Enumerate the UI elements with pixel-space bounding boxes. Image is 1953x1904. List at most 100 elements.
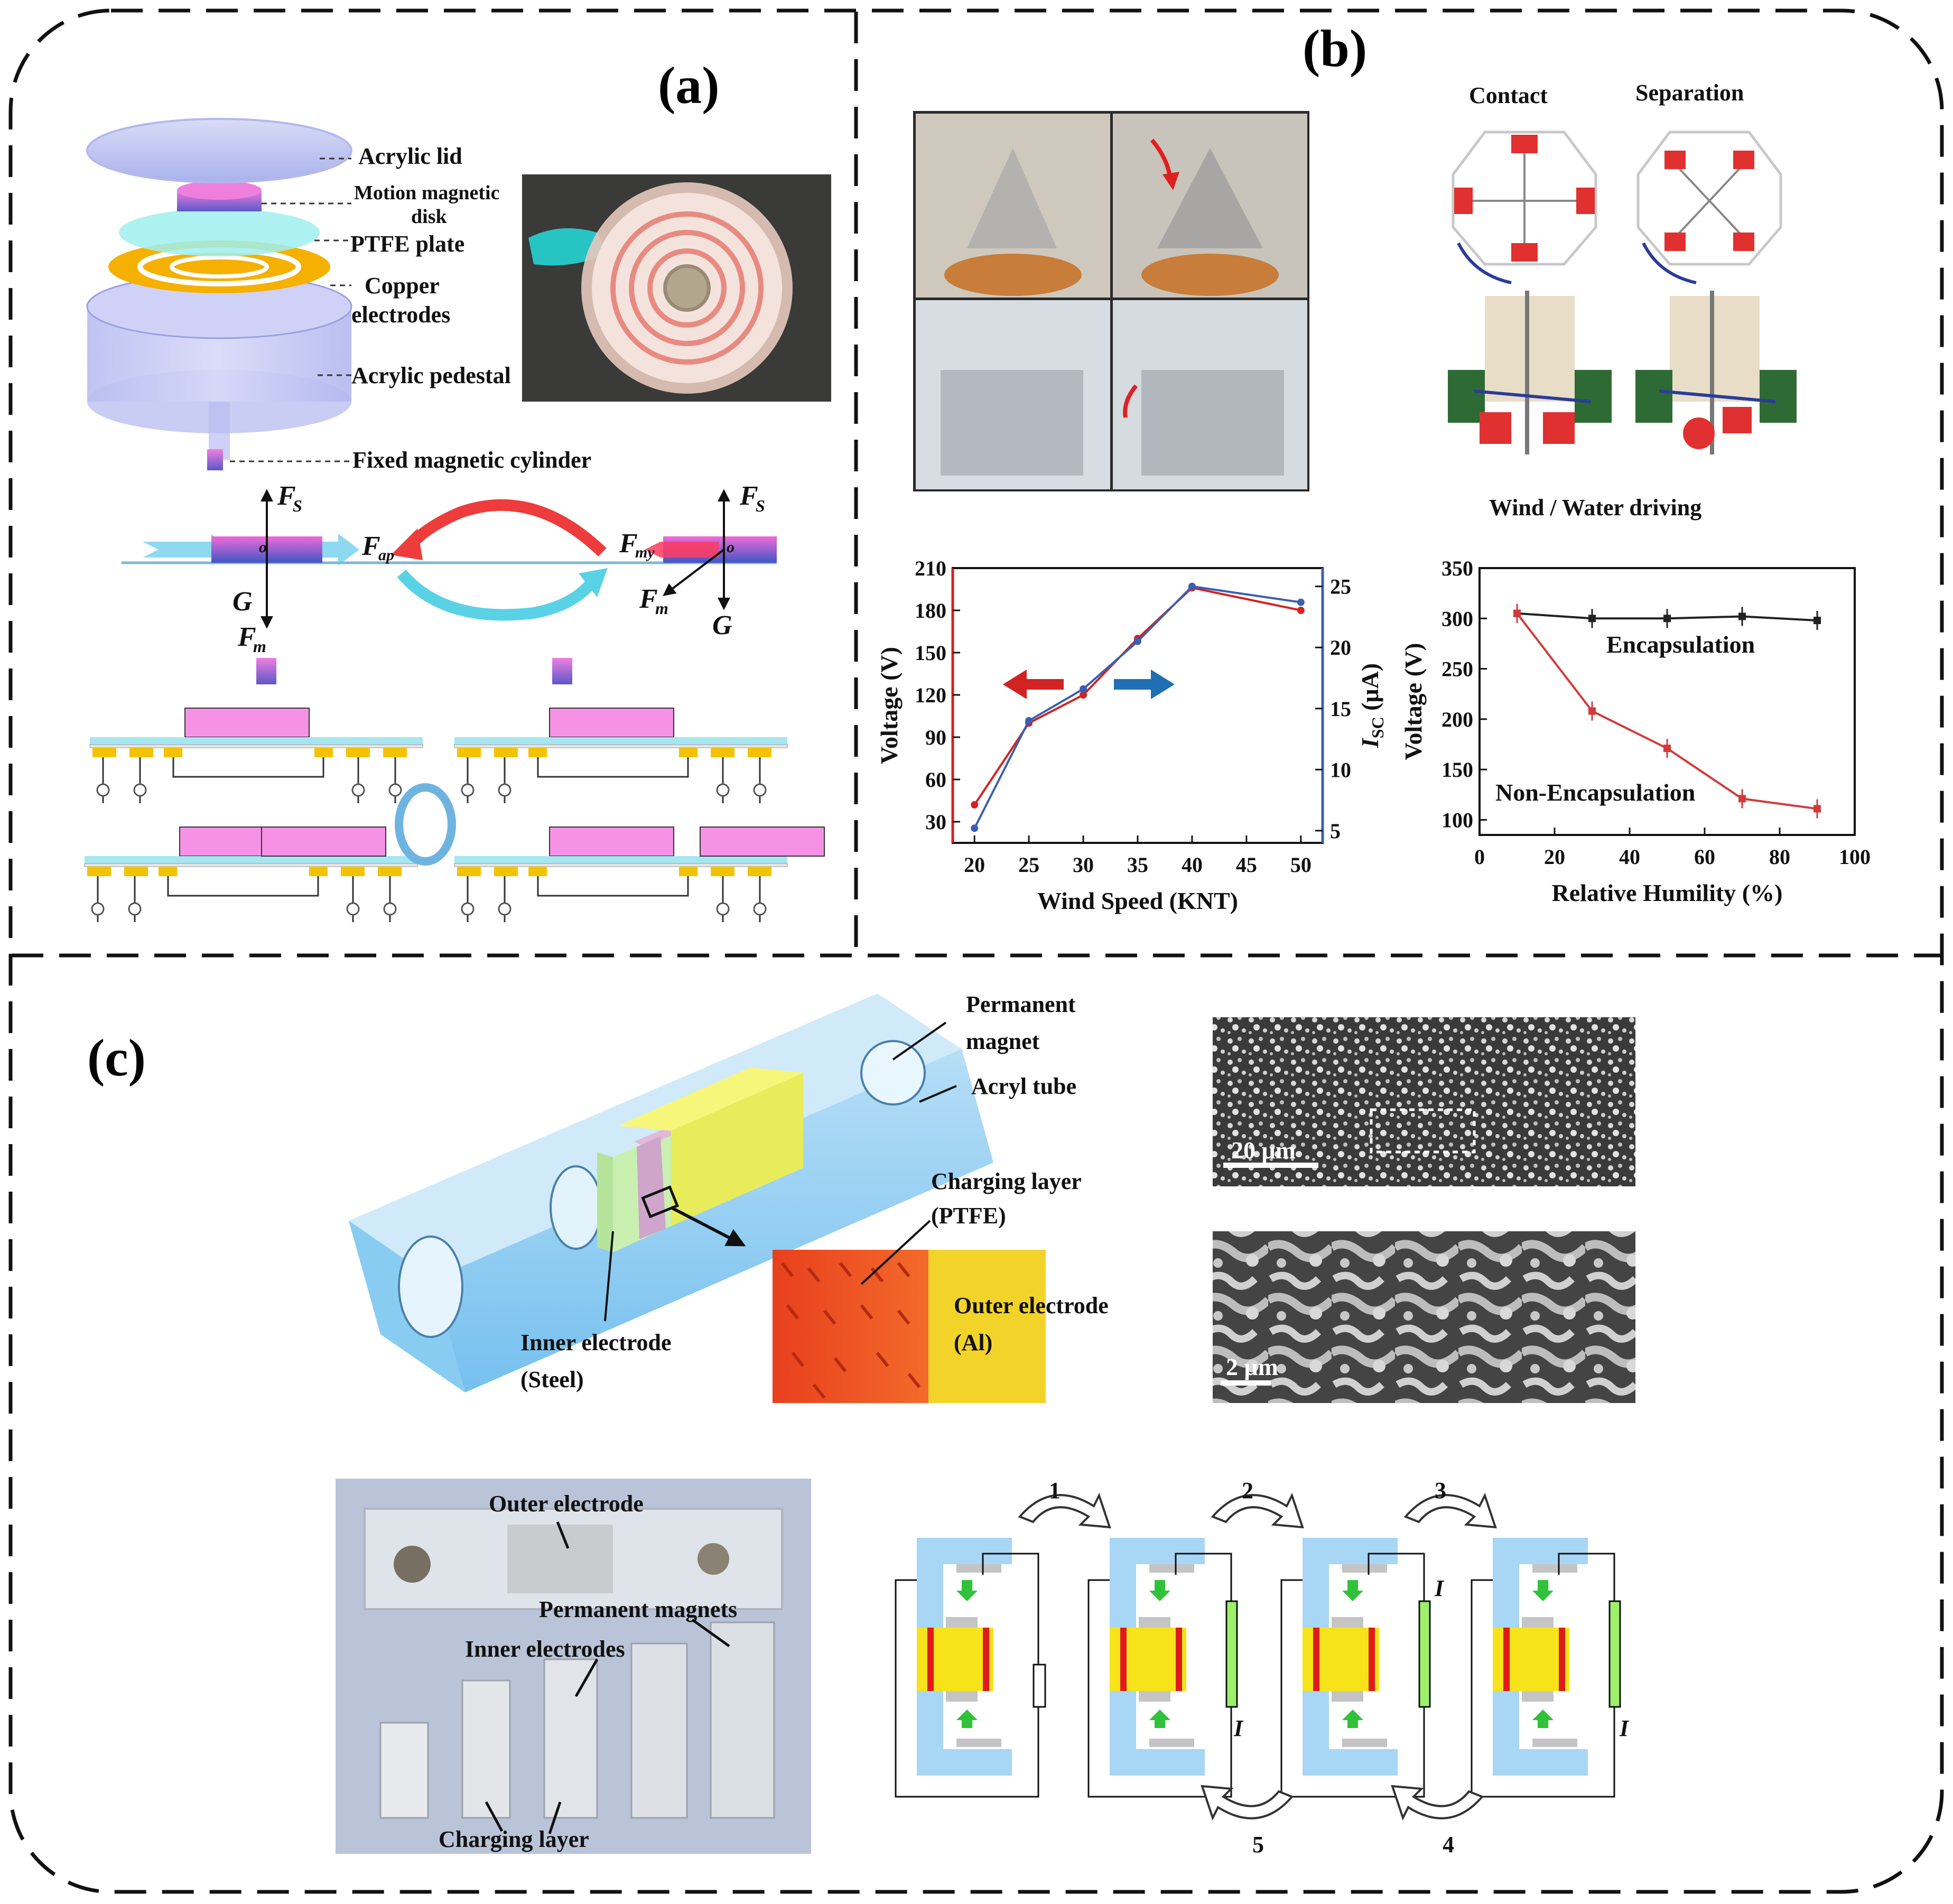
sem-images	[1213, 1017, 1635, 1403]
origin-right-label: o	[727, 538, 734, 556]
charging-layer-zoom	[773, 1220, 1046, 1403]
label-ptfe-plate: PTFE plate	[350, 231, 464, 257]
chart1-xtick-label: 30	[1073, 853, 1094, 877]
chart1-point-0	[1080, 691, 1087, 699]
label-charging-layer: Charging layer	[931, 1168, 1082, 1194]
chart1-point-1	[1025, 717, 1033, 725]
panel-a-tag: (a)	[658, 56, 720, 115]
chart2-xtick-label: 60	[1694, 845, 1715, 869]
schematic-state-1	[89, 708, 423, 803]
chart1-xtick-label: 20	[964, 853, 985, 877]
chart2-xlabel: Relative Humility (%)	[1552, 879, 1783, 906]
fs-left-label: F	[277, 481, 296, 511]
sem-scale-bottom: 2 μm	[1226, 1353, 1278, 1380]
working-cycle	[895, 1492, 1621, 1821]
fs-right-sub: S	[756, 496, 765, 515]
chart1-xtick-label: 45	[1236, 853, 1257, 877]
separation-label: Separation	[1635, 80, 1744, 106]
panel-b-tag: (b)	[1303, 19, 1367, 78]
fmy-label: F	[619, 528, 638, 559]
fm-right-sub: m	[655, 599, 668, 618]
chart1-left-arrow	[1003, 670, 1064, 699]
origin-left-label: o	[259, 538, 267, 556]
chart1-point-1	[1134, 637, 1141, 645]
label-acrylic-pedestal: Acrylic pedestal	[351, 363, 511, 388]
chart2-ytick-label: 100	[1442, 808, 1473, 832]
chart1-y2tick-label: 20	[1330, 636, 1351, 660]
current-label-3: I	[1434, 1575, 1445, 1601]
fm-left-label: F	[237, 622, 256, 652]
fm-left-sub: m	[253, 637, 266, 656]
chart1-point-1	[1297, 598, 1305, 606]
chart1-y2tick-label: 25	[1330, 575, 1351, 599]
g-right-label: G	[712, 610, 732, 640]
panel-c: (c) Permanent magnet Acryl tube Charging…	[87, 991, 1635, 1857]
step-2-label: 2	[1242, 1478, 1253, 1503]
label-acrylic-lid: Acrylic lid	[358, 143, 462, 169]
label-fixed-magnetic-cylinder: Fixed magnetic cylinder	[352, 447, 591, 473]
force-labels: o o F S G F m F ap F my F S F m G	[232, 481, 765, 656]
panel-c-tag: (c)	[87, 1028, 146, 1087]
chart2-ytick-label: 300	[1442, 607, 1473, 630]
chart2-ytick-label: 250	[1442, 657, 1473, 681]
chart1-ytick-label: 120	[915, 683, 946, 707]
part-leader-lines	[230, 157, 351, 462]
fs-right-label: F	[739, 481, 758, 511]
photo-label-permanent-magnets: Permanent magnets	[539, 1596, 737, 1622]
step-1-label: 1	[1049, 1478, 1061, 1503]
chart2-ytick-label: 200	[1442, 708, 1473, 731]
chart1-frame	[952, 567, 1324, 844]
chart1-y2tick-label: 5	[1330, 819, 1341, 843]
contact-separation-schematics	[1448, 131, 1797, 454]
photo-label-inner-electrodes: Inner electrodes	[465, 1636, 625, 1662]
chart1-point-1	[1080, 685, 1087, 693]
label-al: (Al)	[954, 1330, 992, 1355]
chart1-ylabel: Voltage (V)	[876, 647, 903, 764]
device-photo	[522, 174, 831, 402]
step-3-label: 3	[1435, 1478, 1446, 1503]
chart1-ytick-label: 90	[925, 726, 946, 749]
panel-b: (b) Contact Separation Wind / Water driv…	[876, 19, 1871, 914]
current-label-4: I	[1619, 1715, 1630, 1741]
chart2-ylabel: Voltage (V)	[1400, 643, 1427, 760]
fap-sub: ap	[378, 546, 394, 564]
panel-a: (a) Acrylic lid Motion magnetic di	[83, 56, 831, 923]
chart1-point-1	[971, 824, 979, 832]
chart1-ytick-label: 150	[915, 641, 946, 665]
label-outer-electrode: Outer electrode	[954, 1293, 1109, 1318]
chart1-ytick-label: 60	[925, 768, 946, 792]
chart2-ytick-label: 350	[1442, 556, 1473, 580]
windmill-photos	[913, 111, 1309, 491]
fs-left-sub: S	[293, 496, 302, 515]
current-label-2: I	[1233, 1715, 1244, 1741]
label-electrodes: electrodes	[351, 302, 450, 328]
acryl-tube-3d	[349, 993, 993, 1392]
force-diagram	[122, 489, 777, 629]
label-disk: disk	[411, 206, 447, 228]
chart1-y2tick-label: 15	[1330, 697, 1351, 721]
chart1-point-0	[1297, 607, 1305, 614]
photo-label-outer-electrode: Outer electrode	[489, 1491, 644, 1517]
chart2-frame	[1478, 567, 1856, 836]
circuit-schematics	[83, 658, 825, 923]
label-copper: Copper	[365, 273, 440, 299]
label-inner-electrode: Inner electrode	[520, 1330, 672, 1355]
contact-label: Contact	[1469, 82, 1548, 108]
chart2-legend-non-encapsulation: Non-Encapsulation	[1495, 779, 1695, 806]
chart1-ytick-label: 30	[925, 810, 946, 834]
label-ptfe: (PTFE)	[931, 1203, 1006, 1229]
cycle-cell	[895, 1538, 1039, 1798]
fm-right-label: F	[639, 584, 658, 614]
chart2-xtick-label: 0	[1474, 845, 1485, 869]
device-exploded-view	[86, 118, 352, 470]
chart1-point-0	[971, 801, 979, 809]
fap-label: F	[361, 531, 380, 561]
label-steel: (Steel)	[520, 1367, 584, 1392]
dashed-frame	[8, 8, 1944, 1894]
fmy-sub: my	[635, 544, 655, 561]
label-motion-magnetic: Motion magnetic	[354, 182, 499, 204]
chart1-ytick-label: 180	[915, 599, 946, 623]
chart1-xlabel: Wind Speed (KNT)	[1037, 887, 1238, 914]
